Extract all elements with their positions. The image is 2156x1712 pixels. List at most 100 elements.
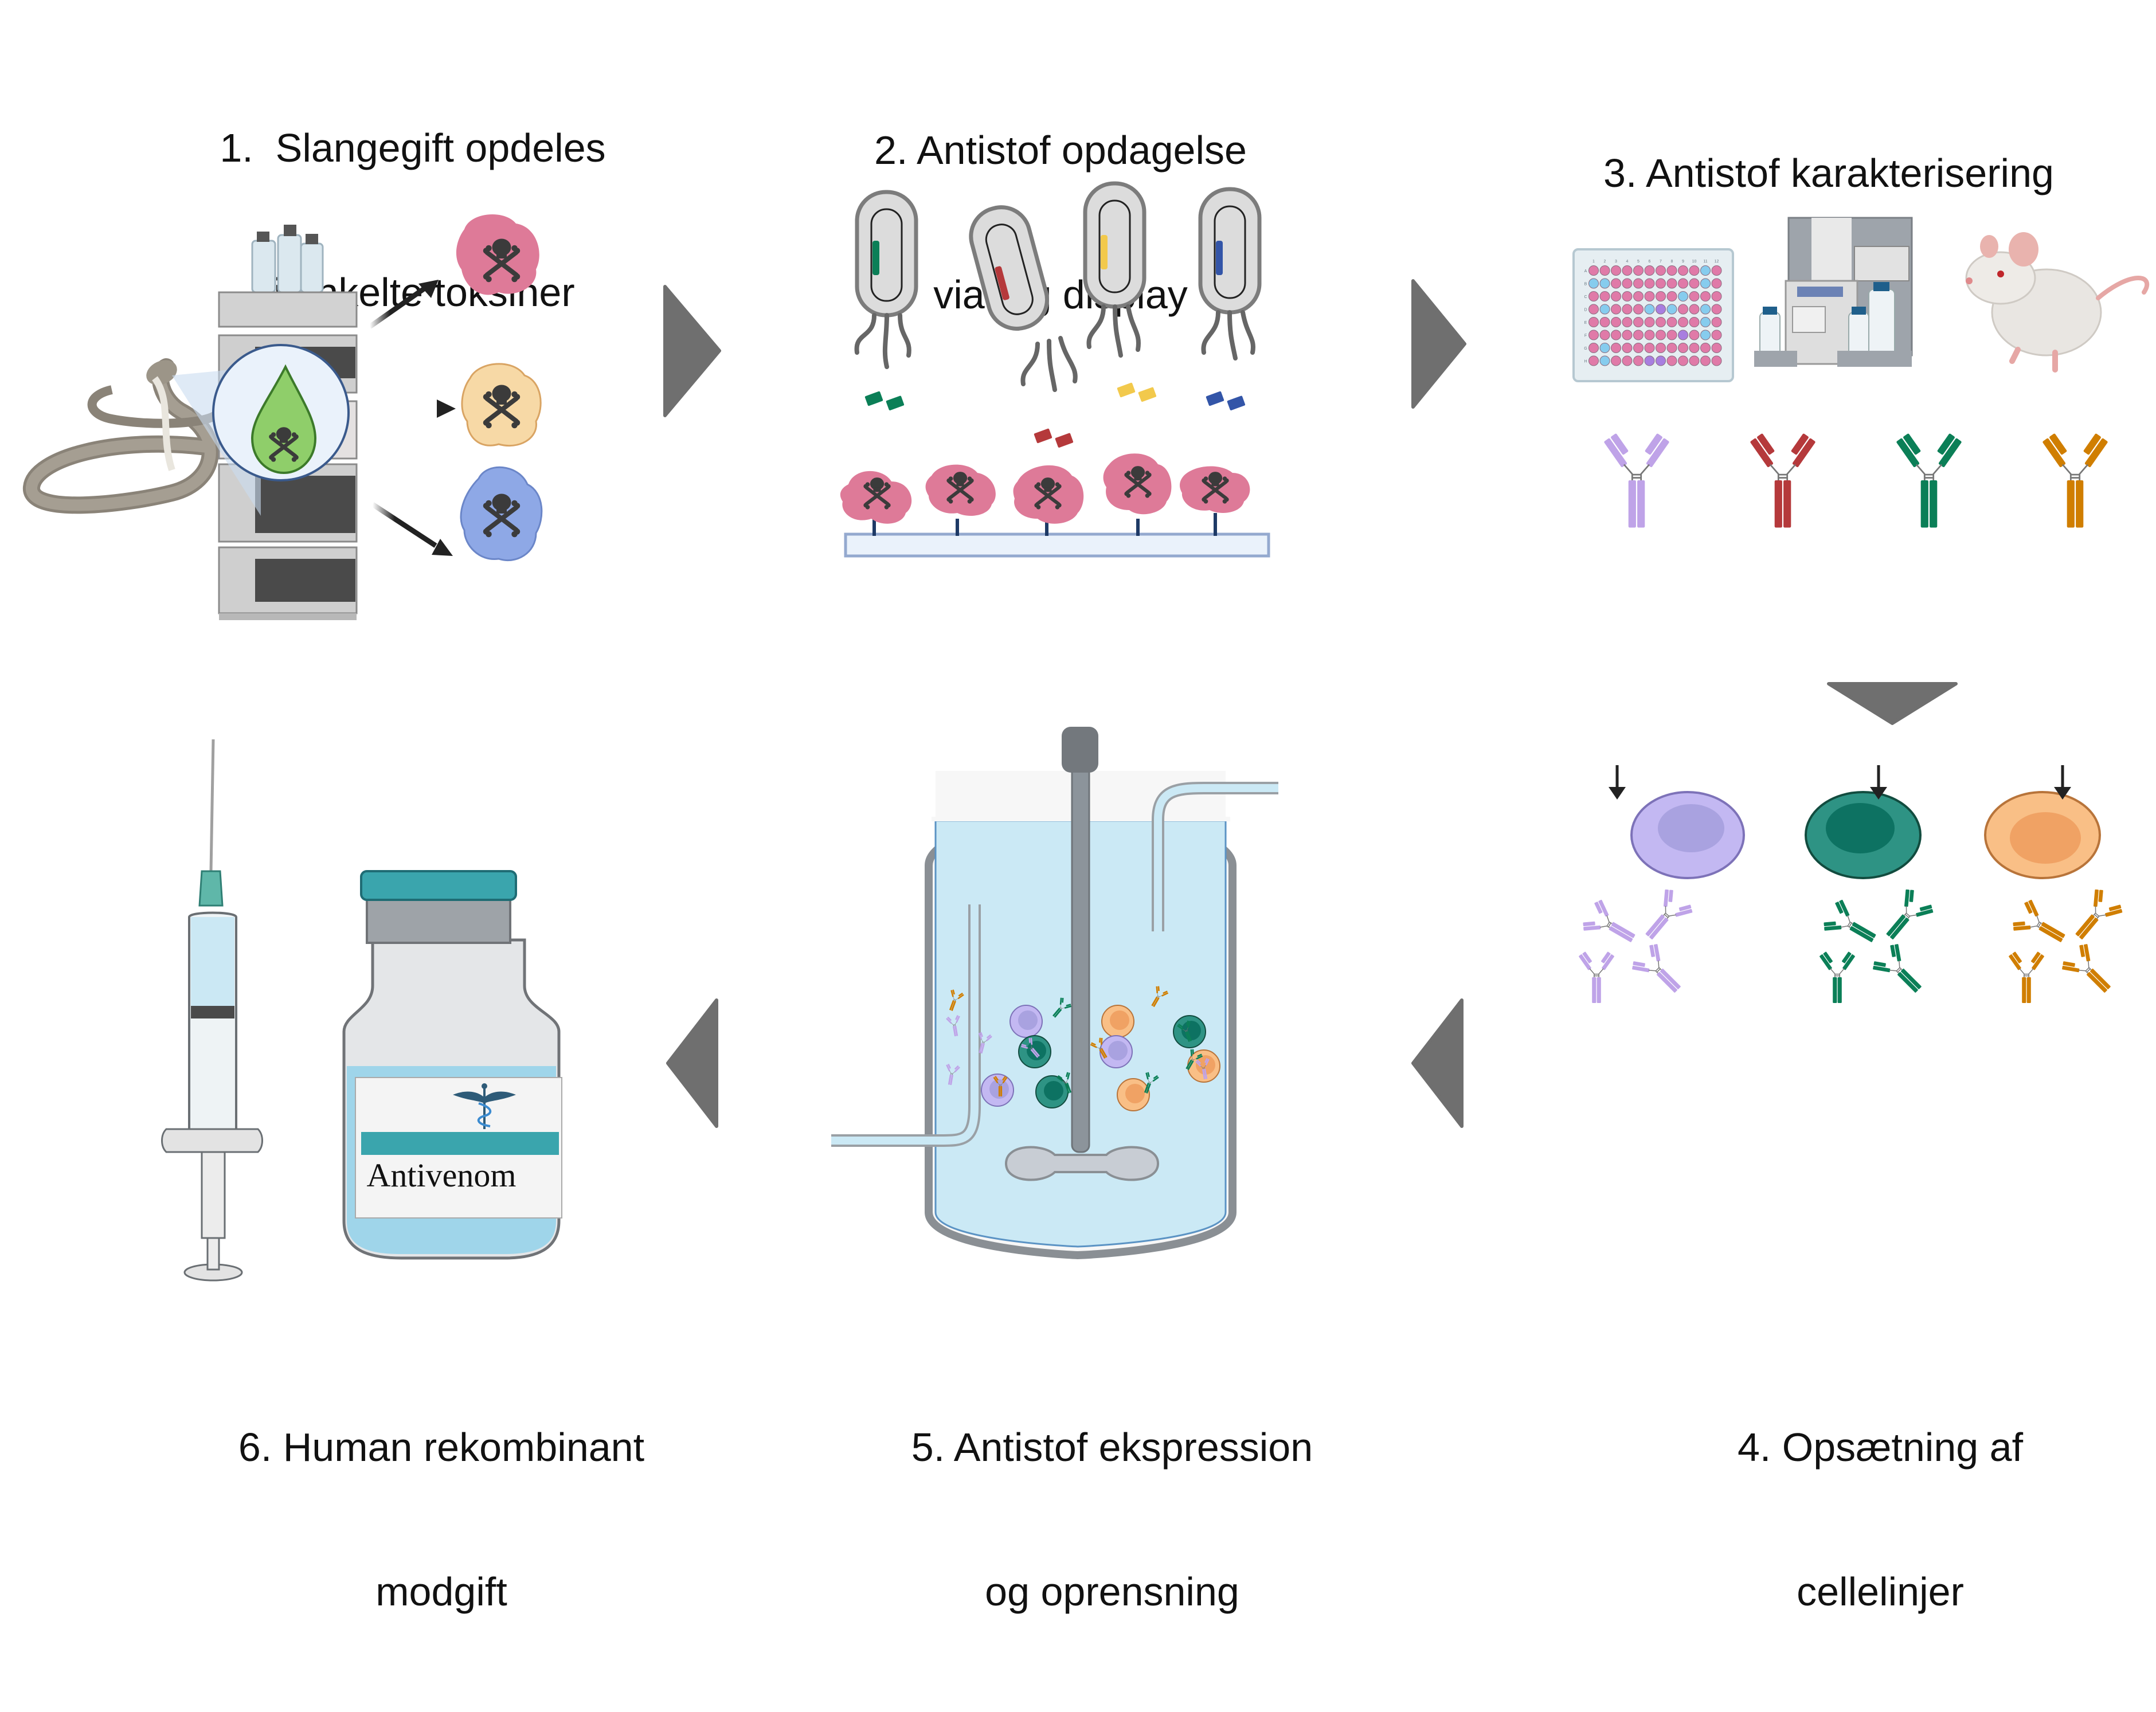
plate-column-label: 5 xyxy=(1637,260,1640,264)
antibody-fragment-icon xyxy=(864,391,905,410)
cell-orange xyxy=(1117,1078,1150,1111)
plate-row-label: C xyxy=(1584,295,1587,299)
plate-well-E5 xyxy=(1633,317,1644,327)
plate-well-D1 xyxy=(1588,304,1599,315)
plate-well-G6 xyxy=(1644,343,1655,353)
antibody-icon xyxy=(1579,896,1643,955)
plate-well-C1 xyxy=(1588,291,1599,301)
plate-well-A8 xyxy=(1666,265,1677,276)
plate-well-D2 xyxy=(1599,304,1610,315)
antibody-cluster-orange xyxy=(2008,885,2126,1004)
toxin-pink xyxy=(456,214,539,295)
plate-well-F11 xyxy=(1700,330,1711,340)
arrow-down-right-icon xyxy=(432,539,453,556)
plate-well-H2 xyxy=(1599,355,1610,366)
step-4-arrows xyxy=(1609,765,2071,800)
plate-well-G9 xyxy=(1678,343,1688,353)
step-2-illustration xyxy=(840,181,1270,558)
toxin-anchored xyxy=(1103,453,1172,536)
plate-well-G11 xyxy=(1700,343,1711,353)
vial-icon: Antivenom xyxy=(342,870,562,1260)
plate-well-A2 xyxy=(1599,265,1610,276)
plate-well-A7 xyxy=(1656,265,1666,276)
plate-well-F7 xyxy=(1656,330,1666,340)
chevron-right-icon xyxy=(663,285,721,417)
plate-well-H6 xyxy=(1644,355,1655,366)
plate-well-E11 xyxy=(1700,317,1711,327)
plate-well-A9 xyxy=(1678,265,1688,276)
cell-purple xyxy=(1009,1005,1043,1038)
impeller-icon xyxy=(1004,1146,1160,1181)
plate-well-F4 xyxy=(1622,330,1633,340)
plate-well-B6 xyxy=(1644,278,1655,289)
plate-well-G3 xyxy=(1611,343,1621,353)
flow-arrow-1-to-2 xyxy=(663,285,721,417)
plate-well-G7 xyxy=(1656,343,1666,353)
plate-well-A5 xyxy=(1633,265,1644,276)
venom-drop-callout xyxy=(212,344,350,481)
plate-well-B5 xyxy=(1633,278,1644,289)
plate-well-G10 xyxy=(1689,343,1700,353)
plate-well-C10 xyxy=(1689,291,1700,301)
antibody-cluster-green xyxy=(1818,885,1937,1004)
plate-well-C12 xyxy=(1711,291,1722,301)
antibody-red xyxy=(1749,432,1817,528)
plate-well-B2 xyxy=(1599,278,1610,289)
plate-well-H10 xyxy=(1689,355,1700,366)
plate-well-E7 xyxy=(1656,317,1666,327)
plate-well-F5 xyxy=(1633,330,1644,340)
antibody-icon xyxy=(1869,940,1932,1003)
plate-well-D8 xyxy=(1666,304,1677,315)
plate-well-E12 xyxy=(1711,317,1722,327)
step-3-title-line-1: 3. Antistof karakterisering xyxy=(1603,151,2054,195)
plate-well-F1 xyxy=(1588,330,1599,340)
plate-well-A1 xyxy=(1588,265,1599,276)
antibody-icon xyxy=(2064,885,2126,949)
step-1-title-line-1: 1. Slangegift opdeles xyxy=(220,126,606,170)
toxin-blue xyxy=(460,466,543,562)
plate-well-H7 xyxy=(1656,355,1666,366)
plate-well-D7 xyxy=(1656,304,1666,315)
plate-column-label: 3 xyxy=(1615,260,1617,264)
plate-well-E3 xyxy=(1611,317,1621,327)
plate-well-C7 xyxy=(1656,291,1666,301)
plate-well-H8 xyxy=(1666,355,1677,366)
arrow-right-icon xyxy=(437,399,456,418)
plate-row-label: F xyxy=(1584,334,1587,338)
step-4-illustration xyxy=(1615,765,2101,894)
plate-well-C8 xyxy=(1666,291,1677,301)
toxin-anchored xyxy=(925,464,996,536)
plate-well-B10 xyxy=(1689,278,1700,289)
flow-arrow-5-to-6 xyxy=(666,998,718,1128)
antibody-icon xyxy=(2009,896,2073,955)
step-5-illustration xyxy=(831,727,1278,1260)
chevron-left-icon xyxy=(1411,998,1464,1128)
antibody-fragment-icon xyxy=(1034,428,1074,448)
plate-column-label: 7 xyxy=(1660,260,1662,264)
step-6-title-line-2: modgift xyxy=(375,1569,507,1614)
antibody-icon xyxy=(2008,951,2045,1004)
plate-well-H1 xyxy=(1588,355,1599,366)
bioreactor-icon xyxy=(831,727,1278,1260)
plate-column-label: 9 xyxy=(1682,260,1684,264)
coated-surface xyxy=(844,532,1270,558)
plate-well-B7 xyxy=(1656,278,1666,289)
plate-well-H9 xyxy=(1678,355,1688,366)
plate-well-D11 xyxy=(1700,304,1711,315)
plate-well-A12 xyxy=(1711,265,1722,276)
antibody-purple xyxy=(1603,432,1670,528)
plate-column-label: 10 xyxy=(1692,260,1697,264)
toxin-yellow xyxy=(461,363,542,447)
cell-teal xyxy=(1173,1015,1206,1048)
plate-well-F8 xyxy=(1666,330,1677,340)
plate-well-D12 xyxy=(1711,304,1722,315)
plate-well-D5 xyxy=(1633,304,1644,315)
flow-arrow-3-to-4 xyxy=(1827,682,1958,725)
step-3-title: 3. Antistof karakterisering xyxy=(1536,53,2121,293)
antibody-icon xyxy=(1634,885,1696,949)
antibody-icon xyxy=(1818,951,1856,1004)
plate-well-E8 xyxy=(1666,317,1677,327)
plate-well-E4 xyxy=(1622,317,1633,327)
